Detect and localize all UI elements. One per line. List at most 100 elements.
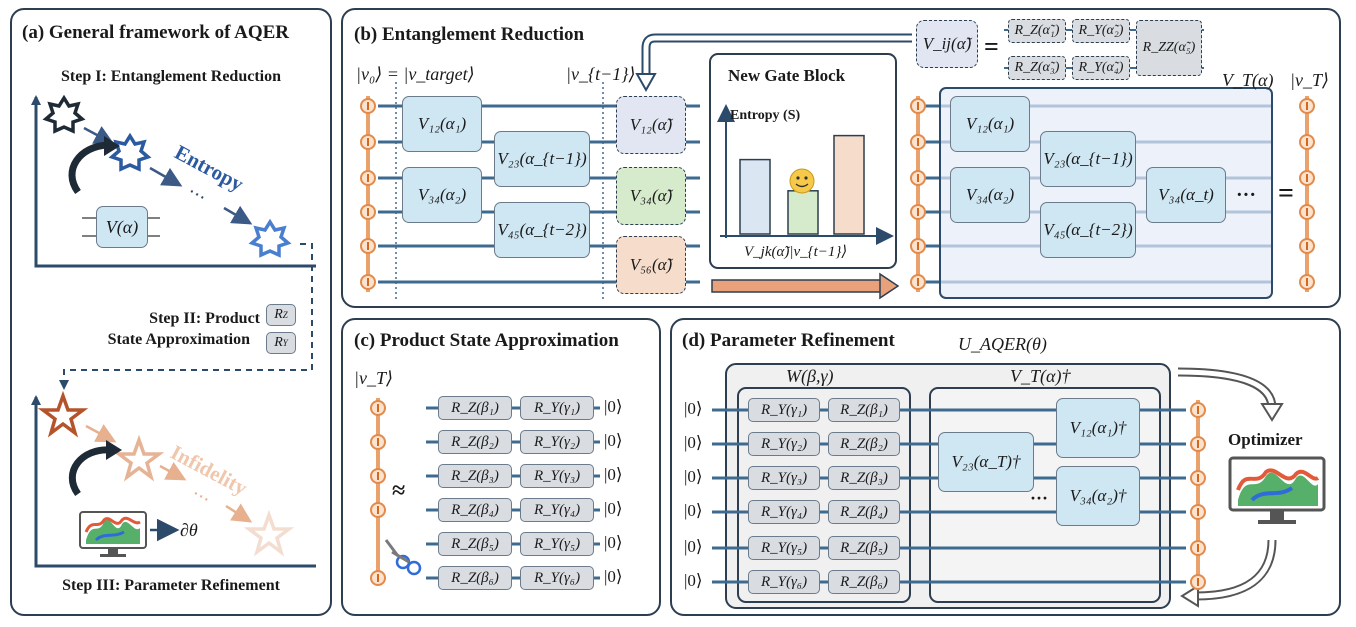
candidate-v12: V₁₂(α̃) (616, 96, 686, 154)
pc-rz-gate: R_Z(β₄) (438, 498, 512, 522)
new-block-title: New Gate Block (728, 66, 846, 85)
pc-rz-gate: R_Z(β₅) (438, 532, 512, 556)
gate-v34-left: V₃₄(α₂) (402, 167, 482, 223)
panel-d-title: (d) Parameter Refinement (682, 330, 895, 351)
monitor-large-icon (1228, 456, 1326, 524)
decomp-equals: = (984, 32, 999, 61)
qubit-marker-icon (370, 400, 386, 416)
curved-arrow-top (68, 141, 109, 195)
gate-v34t-right: V₃₄(α_t) (1146, 167, 1226, 223)
dtheta-label: ∂θ (180, 520, 198, 540)
arrow-to-optimizer-head (1260, 403, 1284, 422)
panel-b-title: (b) Entanglement Reduction (354, 24, 585, 45)
pc-rz-gate: R_Z(β₂) (438, 430, 512, 454)
pc-output-state: |0⟩ (604, 397, 623, 416)
qubit-marker-icon (360, 170, 376, 186)
pd-input-state: |0⟩ (684, 571, 703, 590)
star-peach-icon (113, 434, 165, 482)
qubit-marker-icon (360, 134, 376, 150)
star-faint-icon (243, 509, 295, 557)
qubit-marker-icon (360, 238, 376, 254)
star-dark-icon (42, 94, 86, 134)
gate-v34-dag: V₃₄(α₂)† (1056, 466, 1140, 526)
qubit-marker-icon (370, 502, 386, 518)
qubit-marker-icon (1190, 436, 1206, 452)
star-orange-icon (37, 390, 89, 438)
candidate-v34: V₃₄(α̃) (616, 167, 686, 225)
pd-rz-gate: R_Z(β₃) (828, 466, 900, 490)
qubit-marker-icon (1190, 402, 1206, 418)
pc-rz-gate: R_Z(β₃) (438, 464, 512, 488)
gate-v12-dag: V₁₂(α₁)† (1056, 398, 1140, 458)
qubit-marker-icon (1190, 470, 1206, 486)
pd-input-state: |0⟩ (684, 501, 703, 520)
qubit-marker-icon (1190, 540, 1206, 556)
entropy-bar (787, 190, 819, 235)
u-aqer-label: U_AQER(θ) (958, 334, 1047, 354)
pd-input-state: |0⟩ (684, 467, 703, 486)
pc-output-state: |0⟩ (604, 567, 623, 586)
axes-top (34, 97, 316, 268)
pd-ry-gate: R_Y(γ₆) (748, 570, 820, 594)
panel-c-title: (c) Product State Approximation (354, 330, 619, 351)
qubit-marker-icon (1299, 274, 1315, 290)
pd-ry-gate: R_Y(γ₃) (748, 466, 820, 490)
pc-output-state: |0⟩ (604, 431, 623, 450)
qubit-marker-icon (910, 274, 926, 290)
pc-rz-gate: R_Z(β₁) (438, 396, 512, 420)
pd-rz-gate: R_Z(β₅) (828, 536, 900, 560)
decomp-rz1: R_Z(α̃₁) (1008, 19, 1066, 43)
qubit-marker-icon (1190, 504, 1206, 520)
gate-v34-right: V₃₄(α₂) (950, 167, 1030, 223)
qubit-marker-icon (1299, 204, 1315, 220)
pc-ry-gate: R_Y(γ₄) (520, 498, 594, 522)
gate-v23-dag: V₂₃(α_T)† (938, 432, 1034, 492)
qubit-marker-icon (1299, 238, 1315, 254)
axes-bottom (34, 397, 316, 568)
dag-dots: ··· (1030, 488, 1049, 508)
qubit-marker-icon (910, 238, 926, 254)
monitor-small-icon (79, 511, 147, 557)
decomp-rzz5: R_ZZ(α̃₅) (1136, 20, 1202, 76)
entropy-bar (739, 158, 771, 235)
curved-arrow-bottom (68, 446, 111, 497)
state-v0-text: |v₀⟩ = |v_target⟩ (356, 64, 475, 84)
w-region (737, 387, 911, 603)
gate-v12-left: V₁₂(α₁) (402, 96, 482, 152)
pc-output-state: |0⟩ (604, 499, 623, 518)
qubit-marker-icon (360, 274, 376, 290)
pc-output-state: |0⟩ (604, 465, 623, 484)
dashed-connector (63, 243, 313, 383)
approx-symbol: ≈ (392, 478, 406, 504)
vt-label: V_T(α) (1222, 70, 1274, 90)
panel-c-state: |v_T⟩ (354, 368, 393, 388)
rz-mini-sub: Z (282, 310, 288, 320)
bar-caption: V_jk(α̃)|v_{t−1}⟩ (744, 244, 848, 260)
pc-ry-gate: R_Y(γ₂) (520, 430, 594, 454)
qubit-marker-icon (1299, 170, 1315, 186)
ry-mini-r: R (274, 335, 283, 350)
w-label: W(β,γ) (786, 366, 834, 386)
pc-ry-gate: R_Y(γ₆) (520, 566, 594, 590)
pc-ry-gate: R_Y(γ₃) (520, 464, 594, 488)
gate-v23-right: V₂₃(α_{t−1}) (1040, 131, 1136, 187)
decomp-ry4: R_Y(α̃₄) (1072, 56, 1130, 80)
vt-state-label: |v_T⟩ (1290, 70, 1329, 90)
scissors-icon (384, 539, 422, 576)
arrow-from-optimizer-head (1180, 584, 1199, 608)
qubit-marker-icon (1299, 134, 1315, 150)
qubit-marker-icon (360, 98, 376, 114)
qubit-marker-icon (360, 204, 376, 220)
pc-output-state: |0⟩ (604, 533, 623, 552)
decomp-rz3: R_Z(α̃₃) (1008, 56, 1066, 80)
pd-input-state: |0⟩ (684, 399, 703, 418)
gate-v23-left: V₂₃(α_{t−1}) (494, 131, 590, 187)
state-vt1-label: |v_{t−1}⟩ (566, 64, 636, 85)
qubit-marker-icon (370, 570, 386, 586)
qubit-marker-icon (910, 134, 926, 150)
ry-mini-sub: Y (282, 338, 288, 348)
state-v0-label: |v₀⟩ = |v_target⟩ (356, 64, 475, 85)
gate-v45-left: V₄₅(α_{t−2}) (494, 202, 590, 258)
pd-rz-gate: R_Z(β₁) (828, 398, 900, 422)
